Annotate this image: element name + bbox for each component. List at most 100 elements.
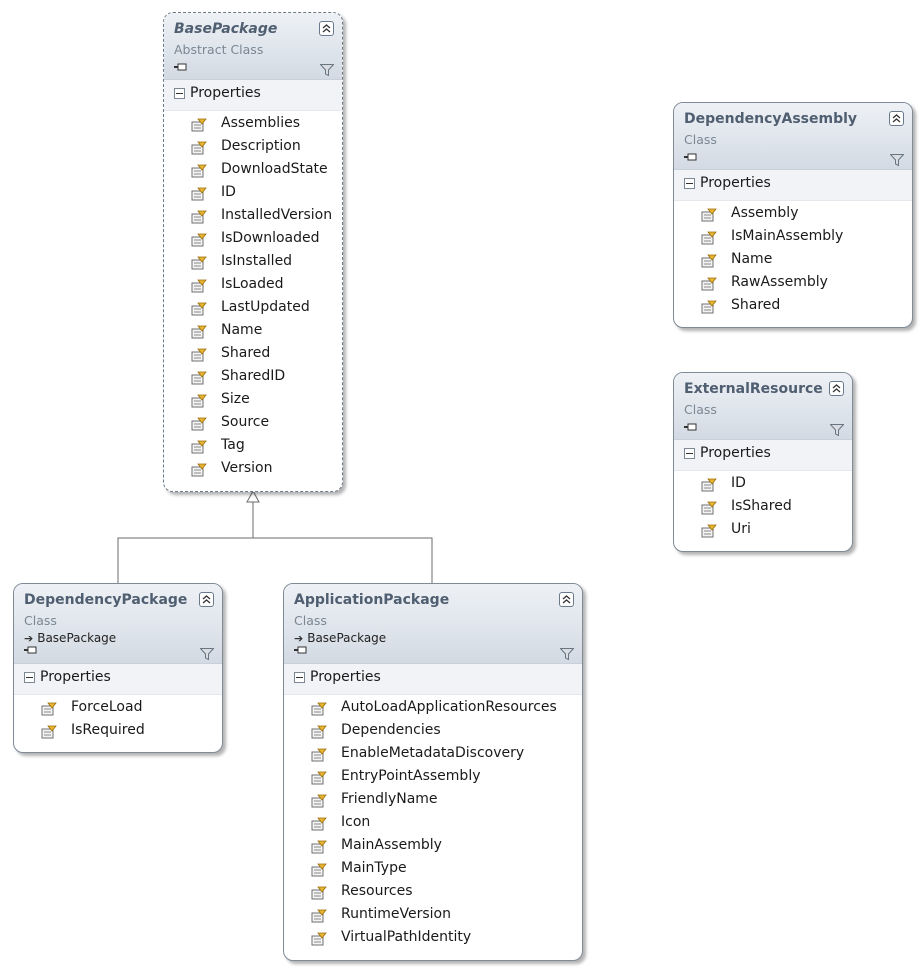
property-name: VirtualPathIdentity bbox=[341, 929, 472, 945]
property-name: Size bbox=[221, 391, 250, 407]
collapse-toggle[interactable] bbox=[24, 672, 35, 683]
class-name: ApplicationPackage bbox=[294, 592, 450, 608]
property-row[interactable]: ID bbox=[164, 182, 342, 205]
property-row[interactable]: IsInstalled bbox=[164, 251, 342, 274]
property-icon bbox=[191, 117, 207, 132]
property-row[interactable]: Size bbox=[164, 389, 342, 412]
property-name: InstalledVersion bbox=[221, 207, 333, 223]
class-header: ExternalResource Class bbox=[674, 373, 852, 440]
property-name: MainType bbox=[341, 860, 407, 876]
inherits-arrow-icon: ➔ bbox=[294, 632, 304, 645]
property-name: RawAssembly bbox=[731, 274, 828, 290]
property-row[interactable]: Version bbox=[164, 458, 342, 481]
property-row[interactable]: EntryPointAssembly bbox=[284, 766, 582, 789]
filter-icon[interactable] bbox=[560, 648, 574, 660]
property-row[interactable]: VirtualPathIdentity bbox=[284, 927, 582, 950]
property-icon bbox=[191, 163, 207, 178]
property-row[interactable]: IsShared bbox=[674, 496, 852, 519]
property-icon bbox=[701, 230, 717, 245]
property-row[interactable]: DownloadState bbox=[164, 159, 342, 182]
property-row[interactable]: AutoLoadApplicationResources bbox=[284, 697, 582, 720]
property-row[interactable]: Shared bbox=[164, 343, 342, 366]
property-row[interactable]: Assemblies bbox=[164, 113, 342, 136]
class-key-icon bbox=[24, 646, 37, 654]
property-row[interactable]: RawAssembly bbox=[674, 272, 912, 295]
property-row[interactable]: Name bbox=[164, 320, 342, 343]
property-icon bbox=[311, 839, 327, 854]
filter-icon[interactable] bbox=[200, 648, 214, 660]
property-row[interactable]: RuntimeVersion bbox=[284, 904, 582, 927]
property-name: MainAssembly bbox=[341, 837, 442, 853]
property-row[interactable]: FriendlyName bbox=[284, 789, 582, 812]
filter-icon[interactable] bbox=[830, 424, 844, 436]
property-icon bbox=[191, 324, 207, 339]
collapse-toggle[interactable] bbox=[294, 672, 305, 683]
collapse-toggle[interactable] bbox=[684, 448, 695, 459]
collapse-button[interactable] bbox=[829, 381, 844, 396]
class-shape-base-package[interactable]: BasePackage Abstract Class Properties As… bbox=[163, 12, 343, 492]
inheritance-line-dependency-package bbox=[117, 502, 254, 583]
class-header: DependencyPackage Class ➔BasePackage bbox=[14, 584, 222, 664]
collapse-button[interactable] bbox=[319, 21, 334, 36]
class-shape-application-package[interactable]: ApplicationPackage Class ➔BasePackage Pr… bbox=[283, 583, 583, 961]
property-row[interactable]: MainAssembly bbox=[284, 835, 582, 858]
property-icon bbox=[701, 523, 717, 538]
property-row[interactable]: Uri bbox=[674, 519, 852, 542]
property-row[interactable]: Resources bbox=[284, 881, 582, 904]
property-row[interactable]: Description bbox=[164, 136, 342, 159]
filter-icon[interactable] bbox=[320, 64, 334, 76]
class-name: DependencyPackage bbox=[24, 592, 188, 608]
property-row[interactable]: EnableMetadataDiscovery bbox=[284, 743, 582, 766]
property-row[interactable]: Tag bbox=[164, 435, 342, 458]
property-row[interactable]: IsLoaded bbox=[164, 274, 342, 297]
property-row[interactable]: MainType bbox=[284, 858, 582, 881]
property-row[interactable]: Source bbox=[164, 412, 342, 435]
property-row[interactable]: Assembly bbox=[674, 203, 912, 226]
properties-compartment[interactable]: Properties bbox=[674, 440, 852, 471]
properties-compartment[interactable]: Properties bbox=[284, 664, 582, 695]
compartment-label: Properties bbox=[190, 85, 261, 101]
class-shape-dependency-package[interactable]: DependencyPackage Class ➔BasePackage Pro… bbox=[13, 583, 223, 753]
property-row[interactable]: Shared bbox=[674, 295, 912, 318]
property-icon bbox=[311, 908, 327, 923]
property-row[interactable]: Dependencies bbox=[284, 720, 582, 743]
class-key-icon bbox=[294, 646, 307, 654]
property-row[interactable]: ForceLoad bbox=[14, 697, 222, 720]
properties-compartment[interactable]: Properties bbox=[14, 664, 222, 695]
property-name: Uri bbox=[731, 521, 751, 537]
property-icon bbox=[311, 885, 327, 900]
property-row[interactable]: InstalledVersion bbox=[164, 205, 342, 228]
collapse-button[interactable] bbox=[199, 592, 214, 607]
properties-compartment[interactable]: Properties bbox=[674, 170, 912, 201]
property-row[interactable]: IsMainAssembly bbox=[674, 226, 912, 249]
collapse-toggle[interactable] bbox=[174, 88, 185, 99]
property-row[interactable]: Name bbox=[674, 249, 912, 272]
class-shape-dependency-assembly[interactable]: DependencyAssembly Class Properties Asse… bbox=[673, 102, 913, 328]
collapse-button[interactable] bbox=[889, 111, 904, 126]
property-row[interactable]: ID bbox=[674, 473, 852, 496]
property-icon bbox=[191, 416, 207, 431]
property-row[interactable]: IsRequired bbox=[14, 720, 222, 743]
property-icon bbox=[701, 500, 717, 515]
property-icon bbox=[191, 347, 207, 362]
property-row[interactable]: Icon bbox=[284, 812, 582, 835]
properties-compartment[interactable]: Properties bbox=[164, 80, 342, 111]
filter-icon[interactable] bbox=[890, 154, 904, 166]
class-kind: Class bbox=[294, 613, 327, 628]
property-icon bbox=[191, 209, 207, 224]
property-row[interactable]: SharedID bbox=[164, 366, 342, 389]
collapse-toggle[interactable] bbox=[684, 178, 695, 189]
property-row[interactable]: LastUpdated bbox=[164, 297, 342, 320]
class-kind: Class bbox=[24, 613, 57, 628]
property-icon bbox=[701, 477, 717, 492]
property-name: SharedID bbox=[221, 368, 286, 384]
collapse-button[interactable] bbox=[559, 592, 574, 607]
property-icon bbox=[311, 862, 327, 877]
class-key-icon bbox=[684, 153, 697, 161]
property-row[interactable]: IsDownloaded bbox=[164, 228, 342, 251]
property-icon bbox=[701, 207, 717, 222]
property-icon bbox=[41, 724, 57, 739]
